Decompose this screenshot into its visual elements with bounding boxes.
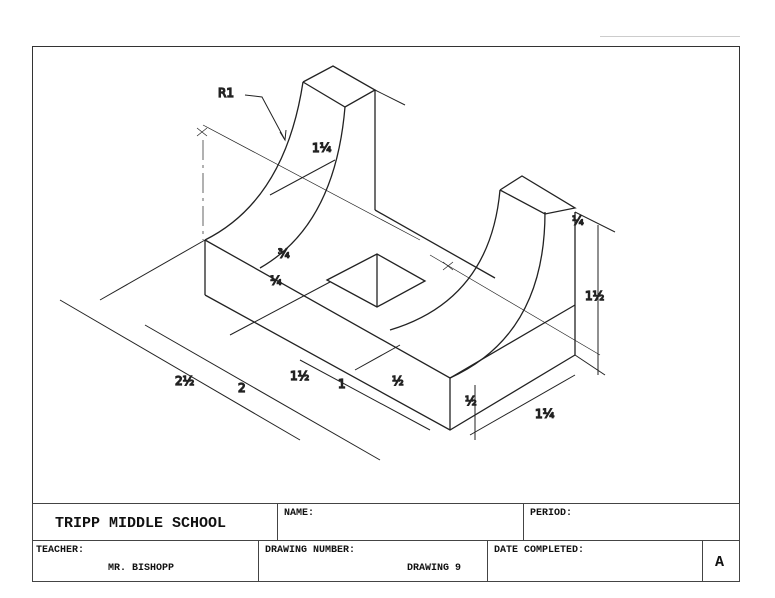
school-cell: TRIPP MIDDLE SCHOOL bbox=[32, 503, 278, 541]
dim-base-height: ½ bbox=[465, 394, 477, 408]
dim-hole-offset: ¾ bbox=[278, 247, 290, 261]
drawing-number-cell: DRAWING NUMBER: DRAWING 9 bbox=[258, 540, 488, 582]
dim-base-length: 2 bbox=[238, 381, 246, 395]
name-cell[interactable]: NAME: bbox=[277, 503, 524, 541]
square-hole bbox=[325, 253, 427, 308]
teacher-cell: TEACHER: MR. BISHOPP bbox=[32, 540, 259, 582]
base-block bbox=[204, 209, 576, 431]
dim-overall-depth: 2½ bbox=[175, 374, 194, 388]
dim-hole-size: ¼ bbox=[270, 274, 282, 288]
date-completed-cell[interactable]: DATE COMPLETED: bbox=[487, 540, 703, 582]
dim-hole-position: 1½ bbox=[290, 369, 309, 383]
dimension-lines bbox=[59, 89, 616, 461]
dim-right-top: ¼ bbox=[572, 214, 584, 228]
dim-slot-width: 1 bbox=[338, 377, 346, 391]
sheet-letter-cell: A bbox=[702, 540, 740, 582]
sheet-letter: A bbox=[715, 554, 725, 571]
dim-radius: R1 bbox=[218, 86, 234, 100]
dim-right-depth: 1¼ bbox=[535, 407, 555, 421]
dim-right-height: 1½ bbox=[585, 289, 604, 303]
dim-half: ½ bbox=[392, 374, 404, 388]
date-completed-label: DATE COMPLETED: bbox=[494, 545, 585, 556]
teacher-value: MR. BISHOPP bbox=[108, 563, 175, 574]
left-upright bbox=[204, 65, 377, 269]
center-lines bbox=[196, 124, 601, 356]
drawing-number-value: DRAWING 9 bbox=[407, 563, 462, 574]
drawing-number-label: DRAWING NUMBER: bbox=[265, 545, 356, 556]
name-label: NAME: bbox=[284, 508, 315, 519]
school-name: TRIPP MIDDLE SCHOOL bbox=[55, 515, 227, 532]
period-label: PERIOD: bbox=[530, 508, 573, 519]
dim-upright-thickness: 1¼ bbox=[312, 141, 332, 155]
right-upright bbox=[389, 175, 577, 379]
teacher-label: TEACHER: bbox=[36, 545, 85, 556]
period-cell[interactable]: PERIOD: bbox=[523, 503, 740, 541]
top-rule bbox=[600, 36, 740, 37]
